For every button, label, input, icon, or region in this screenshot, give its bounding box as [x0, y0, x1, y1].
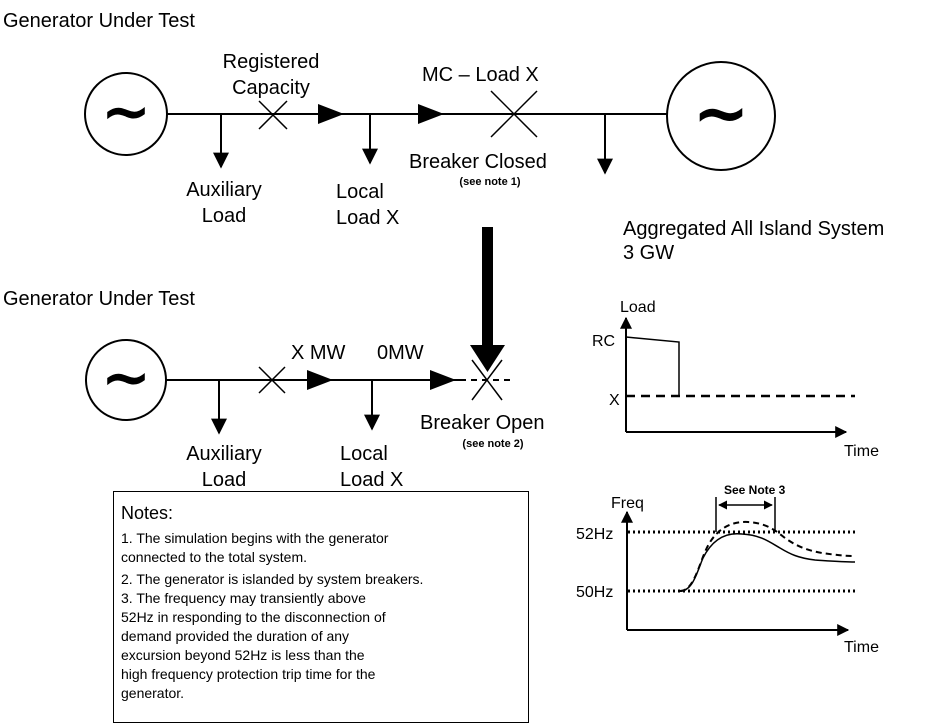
generator-tilde-glyph: ~ [101, 77, 151, 147]
frequency-chart [621, 497, 856, 636]
freq-response-solid [679, 532, 856, 592]
local-load-label-2: Load X [336, 207, 400, 229]
note3-ref-label: See Note 3 [724, 483, 786, 497]
notes-box [113, 491, 529, 723]
system-label-2: 3 GW [623, 242, 675, 264]
mc-breaker-closed [490, 90, 538, 138]
mc-breaker-open [460, 359, 513, 401]
auxiliary-load-label-2: Load [201, 469, 247, 491]
local-load-label-1: Local [336, 181, 384, 203]
registered-capacity-breaker [258, 100, 288, 130]
note1-ref-label: (see note 1) [459, 176, 521, 188]
note2-ref-label: (see note 2) [462, 438, 524, 450]
generator-tilde-glyph: ~ [101, 343, 151, 413]
freq-y-label: Freq [611, 495, 644, 512]
power-flow-arrow-2 [430, 370, 456, 390]
transition-arrow [470, 227, 505, 372]
system-tilde-glyph: ~ [693, 74, 750, 153]
note-item-2: 2. The generator is islanded by system b… [121, 571, 424, 587]
zero-mw-label: 0MW [377, 342, 424, 364]
bottom-title: Generator Under Test [3, 288, 195, 310]
x-level-label: X [609, 392, 620, 409]
freq-response-dashed [679, 520, 856, 592]
top-diagram: ~ ~ [84, 61, 776, 175]
load-x-label: Time [844, 443, 879, 460]
rc-label: RC [592, 333, 616, 350]
auxiliary-load-label-1: Auxiliary [186, 443, 262, 465]
load-step-trace [625, 336, 680, 396]
power-flow-arrow-2 [418, 104, 444, 124]
local-load-label-1: Local [340, 443, 388, 465]
freq-52hz-label: 52Hz [576, 526, 614, 543]
registered-capacity-label-2: Capacity [232, 77, 310, 99]
mc-load-label: MC – Load X [422, 64, 539, 86]
freq-50hz-label: 50Hz [576, 584, 614, 601]
local-load-label-2: Load X [340, 469, 404, 491]
load-y-label: Load [620, 299, 656, 316]
auxiliary-load-label-2: Load [201, 205, 247, 227]
breaker-closed-label: Breaker Closed [409, 151, 547, 173]
load-chart [620, 316, 855, 438]
freq-x-label: Time [844, 639, 879, 656]
auxiliary-load-label-1: Auxiliary [186, 179, 262, 201]
notes-title: Notes: [121, 503, 174, 523]
note-item-1: 1. The simulation begins with the genera… [121, 530, 389, 565]
breaker-open-label: Breaker Open [420, 412, 545, 434]
power-flow-arrow-1 [307, 370, 333, 390]
bottom-diagram: ~ [85, 339, 513, 435]
note-item-3: 3. The frequency may transiently above 5… [121, 590, 386, 701]
top-title: Generator Under Test [3, 10, 195, 32]
registered-capacity-label-1: Registered [222, 51, 320, 73]
system-generator-symbol [666, 61, 776, 171]
power-flow-arrow-1 [318, 104, 344, 124]
system-label-1: Aggregated All Island System [623, 218, 885, 240]
generator-breaker [258, 366, 286, 394]
x-mw-label: X MW [291, 342, 346, 364]
